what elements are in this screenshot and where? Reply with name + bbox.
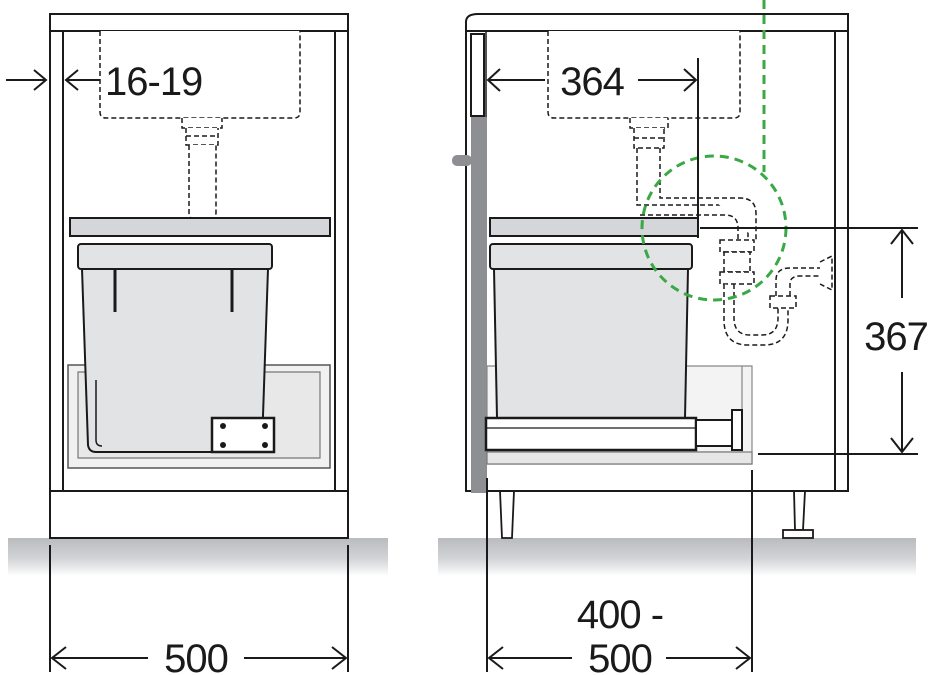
range-label-bottom: 500 (588, 637, 652, 675)
left-cabinet-top (49, 13, 349, 32)
range-label-top: 400 - (577, 593, 663, 637)
floor-right (438, 538, 916, 576)
right-cabinet-legs (499, 490, 814, 539)
right-side-view (452, 13, 849, 539)
sink-offset-label: 364 (560, 60, 624, 104)
left-lid-frame (69, 217, 331, 237)
left-front-view (49, 13, 349, 539)
left-bin-rim (77, 243, 273, 270)
right-lid-frame (489, 217, 699, 237)
right-door-panel (471, 117, 487, 493)
left-cabinet-plinth (49, 490, 349, 539)
right-pullout-rail (484, 416, 698, 452)
drain-height-label: 367 (864, 315, 928, 359)
left-width-label: 500 (164, 637, 228, 675)
floor-left (8, 538, 388, 576)
door-handle (452, 155, 472, 166)
right-dimension-lines (486, 58, 918, 672)
right-bin-rim (489, 243, 693, 270)
left-dimension-lines (6, 69, 349, 672)
right-bin-body (492, 268, 690, 419)
right-door-top (470, 33, 485, 117)
right-tray-base (486, 451, 753, 465)
wall-gap-label: 16-19 (105, 60, 202, 104)
left-sink-bowl (99, 31, 301, 223)
right-cabinet-top (465, 13, 849, 32)
